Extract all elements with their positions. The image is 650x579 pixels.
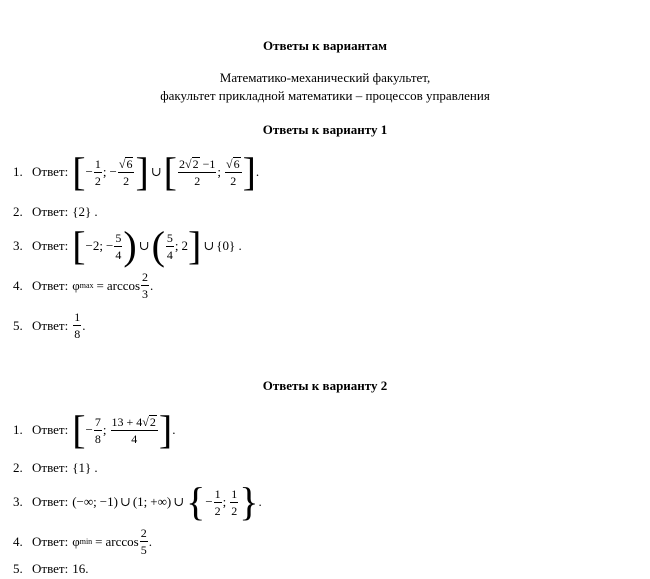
item-number: 3. xyxy=(13,494,23,509)
item-number: 2. xyxy=(13,204,23,219)
answer-formula: 16. xyxy=(72,561,89,576)
item-number: 4. xyxy=(13,533,23,549)
answer-label: Ответ: xyxy=(32,277,69,293)
answer-label: Ответ: xyxy=(32,317,69,333)
answer-formula: {2} . xyxy=(72,204,98,219)
faculty-line-1: Математико-механический факультет, xyxy=(219,70,431,85)
answer-label: Ответ: xyxy=(32,164,69,179)
answer-v2-2: 2. Ответ: {1} . xyxy=(13,460,98,476)
answer-label: Ответ: xyxy=(32,238,69,253)
answer-v2-5: 5. Ответ: 16. xyxy=(13,561,88,577)
answer-label: Ответ: xyxy=(32,561,69,576)
item-number: 5. xyxy=(13,561,23,576)
page-title: Ответы к вариантам xyxy=(263,38,387,53)
answer-label: Ответ: xyxy=(32,460,69,475)
variant-2-heading: Ответы к варианту 2 xyxy=(262,378,388,393)
answer-label: Ответ: xyxy=(32,422,69,437)
answer-v1-2: 2. Ответ: {2} . xyxy=(13,204,98,220)
answer-formula: {1} . xyxy=(72,460,98,475)
item-number: 5. xyxy=(13,317,23,333)
item-number: 4. xyxy=(13,277,23,293)
faculty-line-2: факультет прикладной математики – процес… xyxy=(160,88,490,103)
item-number: 1. xyxy=(13,164,23,179)
answer-label: Ответ: xyxy=(32,494,69,509)
variant-1-heading: Ответы к варианту 1 xyxy=(262,122,388,137)
item-number: 2. xyxy=(13,460,23,475)
item-number: 3. xyxy=(13,238,23,253)
answer-label: Ответ: xyxy=(32,533,69,549)
answer-label: Ответ: xyxy=(32,204,69,219)
item-number: 1. xyxy=(13,422,23,437)
